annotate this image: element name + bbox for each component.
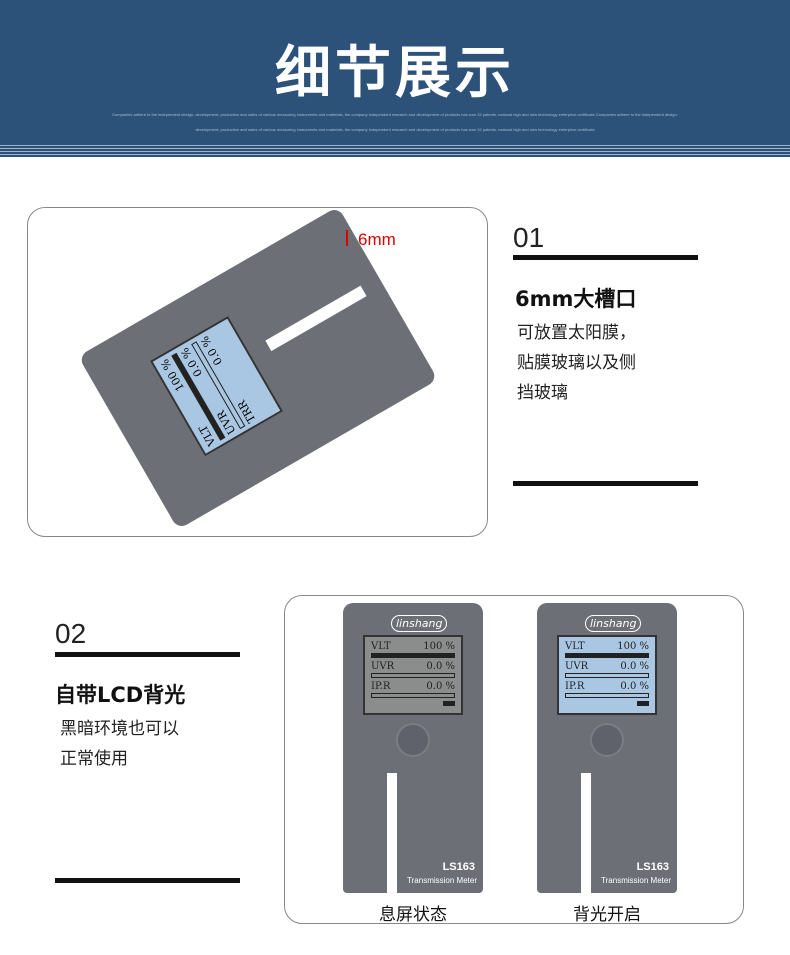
model-label: LS163 xyxy=(442,861,475,873)
device-backlight-on: linshang VLT 100 % UVR 0.0 % IP.R 0.0 % LS1… xyxy=(537,603,677,893)
power-button xyxy=(396,723,430,757)
divider xyxy=(55,652,240,657)
vlt-label: VLT xyxy=(371,641,391,652)
divider xyxy=(513,255,698,260)
feature2-number: 02 xyxy=(55,618,87,649)
device-screen-off: linshang VLT 100 % UVR 0.0 % IP.R 0.0 % LS1… xyxy=(343,603,483,893)
model-name: Transmission Meter xyxy=(407,876,477,885)
lcd-screen: VLT 100 % UVR 0.0 % IP.R 0.0 % xyxy=(557,635,657,715)
ipr-value: 0.0 % xyxy=(620,681,649,692)
desc-line: 贴膜玻璃以及侧 xyxy=(517,353,636,373)
uvr-label: UVR xyxy=(565,661,589,672)
battery-icon xyxy=(443,701,455,706)
desc-line: 正常使用 xyxy=(60,749,128,769)
divider xyxy=(513,481,698,486)
desc-line: 可放置太阳膜， xyxy=(517,323,636,343)
feature2-title: 自带LCD背光 xyxy=(55,683,186,707)
header-stripes xyxy=(0,145,790,157)
caption-backlight-on: 背光开启 xyxy=(573,905,641,925)
caption-screen-off: 息屏状态 xyxy=(379,905,447,925)
desc-line: 挡玻璃 xyxy=(517,383,568,403)
feature1-description: 可放置太阳膜， 贴膜玻璃以及侧 挡玻璃 xyxy=(517,318,636,408)
uvr-label: UVR xyxy=(371,661,395,672)
vlt-value: 100 % xyxy=(617,641,649,652)
power-button xyxy=(590,723,624,757)
model-label: LS163 xyxy=(636,861,669,873)
feature1-title: 6mm大槽口 xyxy=(515,287,637,311)
brand-logo: linshang xyxy=(391,615,448,632)
header-subtitle: Companies adhere to the independent desi… xyxy=(112,112,678,117)
measurement-slot xyxy=(581,773,591,893)
vlt-value: 100 % xyxy=(423,641,455,652)
ipr-value: 0.0 % xyxy=(426,681,455,692)
battery-icon xyxy=(637,701,649,706)
header-subtitle: development, production and sales of var… xyxy=(195,127,595,132)
slot-width-callout: 6mm xyxy=(358,230,396,249)
vlt-label: VLT xyxy=(565,641,585,652)
divider xyxy=(55,878,240,883)
ipr-label: IP.R xyxy=(565,681,585,692)
brand-logo: linshang xyxy=(585,615,642,632)
ipr-label: IP.R xyxy=(371,681,391,692)
lcd-screen: VLT 100 % UVR 0.0 % IP.R 0.0 % xyxy=(363,635,463,715)
model-name: Transmission Meter xyxy=(601,876,671,885)
uvr-value: 0.0 % xyxy=(620,661,649,672)
feature1-number: 01 xyxy=(513,222,545,253)
uvr-value: 0.0 % xyxy=(426,661,455,672)
header-banner: 细节展示 Companies adhere to the independent… xyxy=(0,0,790,157)
feature2-description: 黑暗环境也可以 正常使用 xyxy=(60,714,179,774)
measurement-slot xyxy=(387,773,397,893)
page-title: 细节展示 xyxy=(275,41,515,106)
desc-line: 黑暗环境也可以 xyxy=(60,719,179,739)
callout-marker xyxy=(346,230,348,246)
